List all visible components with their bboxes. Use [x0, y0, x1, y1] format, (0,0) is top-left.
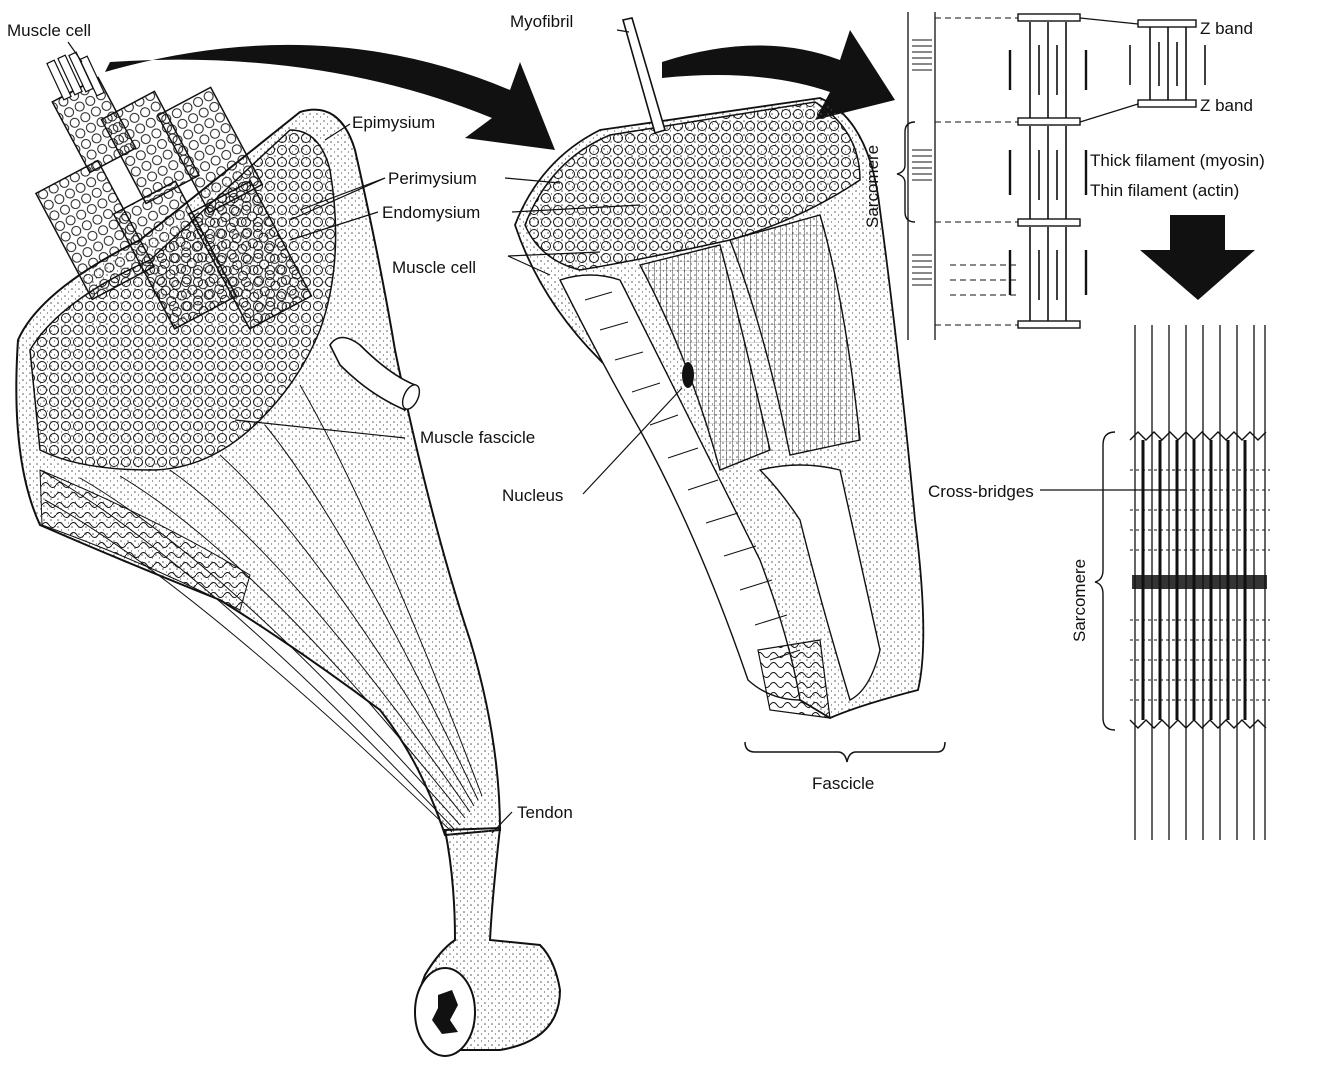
z-band-plates-zoom	[1138, 20, 1196, 107]
label-perimysium: Perimysium	[388, 169, 477, 188]
label-z-band-top: Z band	[1200, 19, 1253, 38]
label-sarcomere-top: Sarcomere	[863, 145, 882, 228]
m-line-band	[1132, 575, 1267, 589]
myofibril-rod	[623, 18, 665, 133]
sarcomere-bracket-bottom	[1095, 432, 1115, 730]
fascicle-bracket	[745, 742, 945, 762]
label-sarcomere-bottom: Sarcomere	[1070, 559, 1089, 642]
sarcomere-bracket-top	[897, 122, 915, 222]
schematic-frame	[908, 12, 935, 340]
fascicle-bottom-tissue	[758, 640, 830, 718]
label-thin-filament: Thin filament (actin)	[1090, 181, 1239, 200]
z-band-plates-mid	[1018, 14, 1080, 328]
label-cross-bridges: Cross-bridges	[928, 482, 1034, 501]
fascicle-illustration	[515, 18, 945, 762]
label-nucleus: Nucleus	[502, 486, 563, 505]
label-z-band-bottom: Z band	[1200, 96, 1253, 115]
schematic-band-marks	[912, 40, 932, 285]
nucleus-shape	[682, 362, 694, 388]
cross-bridge-diagram	[1095, 325, 1270, 840]
label-epimysium: Epimysium	[352, 113, 435, 132]
label-muscle-cell-mid: Muscle cell	[392, 258, 476, 277]
label-endomysium: Endomysium	[382, 203, 480, 222]
sarcomere-schematic	[897, 12, 1205, 340]
z-band-zigzag-bottom	[1130, 720, 1266, 728]
filament-lines-zoom	[1130, 27, 1205, 100]
arrow-down-to-crossbridge	[1140, 215, 1255, 300]
label-muscle-cell-top: Muscle cell	[7, 21, 91, 40]
label-thick-filament: Thick filament (myosin)	[1090, 151, 1265, 170]
label-myofibril: Myofibril	[510, 12, 573, 31]
filament-lines-mid	[1030, 22, 1066, 321]
label-muscle-fascicle: Muscle fascicle	[420, 428, 535, 447]
label-fascicle: Fascicle	[812, 774, 874, 793]
label-tendon: Tendon	[517, 803, 573, 822]
protruding-muscle-cells	[47, 52, 104, 100]
schematic-dashed-leaders	[935, 18, 1020, 325]
z-band-zigzag-top	[1130, 432, 1266, 440]
